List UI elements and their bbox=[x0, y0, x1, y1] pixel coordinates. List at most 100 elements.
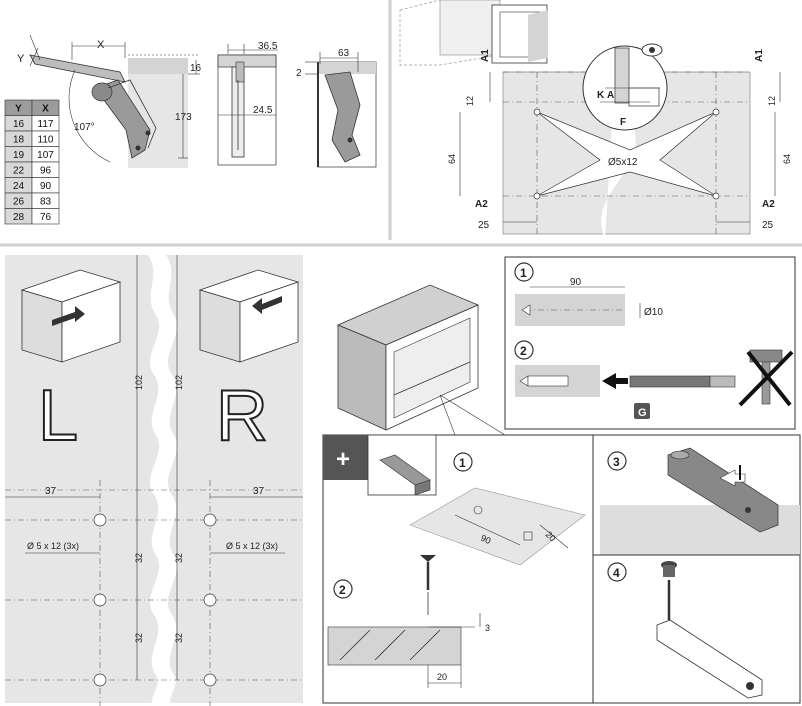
hole-marker bbox=[712, 108, 720, 116]
dim-32-c-label: 32 bbox=[134, 633, 144, 643]
table-cell-value: 96 bbox=[40, 166, 52, 177]
a-label: A bbox=[607, 90, 614, 101]
dim-90-label: 90 bbox=[570, 277, 582, 288]
dim-102-left-label: 102 bbox=[134, 375, 144, 390]
template-panel: L R 102 102 37 37 Ø 5 x 12 (3x) Ø 5 x 12… bbox=[5, 255, 303, 706]
dim-32-b-label: 32 bbox=[174, 553, 184, 563]
step-3-badge bbox=[607, 451, 627, 471]
hinge-panel: X Y 107° 16 173 36.5 24.5 bbox=[4, 34, 377, 225]
hinge-side-view bbox=[305, 52, 377, 168]
dim-102-right-label: 102 bbox=[174, 375, 184, 390]
table-cell-value: 76 bbox=[40, 212, 52, 223]
opening-angle-label: 107° bbox=[74, 122, 95, 133]
a2-right-label: A2 bbox=[762, 199, 775, 210]
template-hole bbox=[93, 513, 107, 527]
f-label: F bbox=[620, 117, 626, 128]
section-board bbox=[327, 626, 462, 666]
cabinet-right-icon bbox=[198, 269, 300, 363]
table-cell-value: 26 bbox=[13, 197, 25, 208]
tool-g bbox=[629, 375, 711, 388]
plus-badge bbox=[323, 435, 368, 480]
step-1-badge bbox=[514, 262, 534, 282]
step-4-number: 4 bbox=[613, 566, 620, 580]
table-cell-value: 22 bbox=[13, 166, 25, 177]
detail-magnifier bbox=[582, 43, 668, 131]
a1-left-label: A1 bbox=[480, 49, 491, 62]
hole-size-label: Ø5x12 bbox=[608, 157, 638, 168]
dim-63-label: 63 bbox=[338, 48, 350, 59]
left-letter: L bbox=[38, 376, 78, 456]
lid-stay-side-view bbox=[29, 34, 200, 168]
dim-37-right-label: 37 bbox=[253, 486, 265, 497]
table-cell-value: 16 bbox=[13, 119, 25, 130]
dim-x-label: X bbox=[97, 39, 105, 51]
table-cell bbox=[31, 208, 60, 225]
table-cell-value: 107 bbox=[37, 150, 54, 161]
hole-left-label: Ø 5 x 12 (3x) bbox=[27, 541, 79, 551]
table-header-label: Y bbox=[15, 104, 22, 115]
plus-label: + bbox=[336, 446, 350, 473]
hole-marker bbox=[712, 192, 720, 200]
hole-marker bbox=[533, 108, 541, 116]
template-hole bbox=[203, 673, 217, 687]
template-hole bbox=[203, 513, 217, 527]
table-cell-value: 28 bbox=[13, 212, 25, 223]
screw-cap-icon bbox=[661, 561, 677, 620]
a2-left-label: A2 bbox=[475, 199, 488, 210]
table-cell-value: 110 bbox=[38, 135, 54, 146]
hole-marker bbox=[533, 192, 541, 200]
step-4-badge bbox=[607, 562, 627, 582]
tool-g-label: G bbox=[638, 407, 647, 419]
k-label: K bbox=[597, 90, 605, 101]
dim-32-a-label: 32 bbox=[134, 553, 144, 563]
dim-2-label: 2 bbox=[296, 68, 302, 79]
dim-36-5-label: 36.5 bbox=[258, 41, 278, 52]
drill-panel: K A F A1 A1 12 12 64 64 Ø5x12 A2 A2 25 2… bbox=[399, 0, 792, 240]
marking-board bbox=[409, 487, 586, 566]
sub-step-2-badge bbox=[333, 579, 353, 599]
cabinet-left-icon bbox=[20, 269, 122, 363]
table-header-label: X bbox=[42, 104, 49, 115]
dim-25-left-label: 25 bbox=[478, 220, 490, 231]
sub-step-2-number: 2 bbox=[339, 583, 346, 597]
dim-16-label: 16 bbox=[190, 63, 202, 74]
wavy-cut-line bbox=[148, 255, 178, 706]
sub1-dim-90-label: 90 bbox=[479, 533, 492, 546]
sub2-dim-3-label: 3 bbox=[485, 623, 490, 633]
sub2-dim-20-label: 20 bbox=[437, 672, 447, 682]
dim-37-left-label: 37 bbox=[45, 486, 57, 497]
dim-d10-label: Ø10 bbox=[644, 307, 663, 318]
step-3-number: 3 bbox=[613, 455, 620, 469]
hammer-cross-icon bbox=[738, 349, 794, 407]
sub-step-1-number: 1 bbox=[459, 456, 466, 470]
steps-1-2-box bbox=[504, 256, 796, 430]
dim-12-left-label: 12 bbox=[465, 96, 475, 106]
template-hole bbox=[93, 673, 107, 687]
dim-24-5-label: 24.5 bbox=[253, 105, 273, 116]
table-cell-value: 18 bbox=[13, 135, 25, 146]
step-2-badge bbox=[514, 340, 534, 360]
steps-panel: 1 90 Ø10 2 G + 1 bbox=[322, 256, 801, 704]
step-2-number: 2 bbox=[520, 344, 527, 358]
insert-arrow-icon bbox=[602, 373, 628, 389]
mounted-bar bbox=[656, 619, 763, 699]
sub-step-1-badge bbox=[453, 452, 473, 472]
dim-173-label: 173 bbox=[175, 112, 192, 123]
hole-right-label: Ø 5 x 12 (3x) bbox=[226, 541, 278, 551]
dim-64-right-label: 64 bbox=[782, 154, 792, 164]
right-letter: R bbox=[216, 376, 268, 456]
tool-g-badge bbox=[634, 403, 650, 419]
table-cell-value: 83 bbox=[40, 197, 52, 208]
hinge-front-view bbox=[217, 44, 278, 166]
dim-64-left-label: 64 bbox=[447, 154, 457, 164]
dim-25-right-label: 25 bbox=[762, 220, 774, 231]
dim-32-d-label: 32 bbox=[174, 633, 184, 643]
template-hole bbox=[93, 593, 107, 607]
dim-12-right-label: 12 bbox=[767, 96, 777, 106]
cabinet-icon bbox=[399, 0, 548, 66]
step-4-box bbox=[592, 554, 801, 704]
screw-icon bbox=[420, 555, 436, 615]
table-cell-value: 117 bbox=[38, 119, 54, 130]
table-cell-value: 19 bbox=[13, 150, 25, 161]
